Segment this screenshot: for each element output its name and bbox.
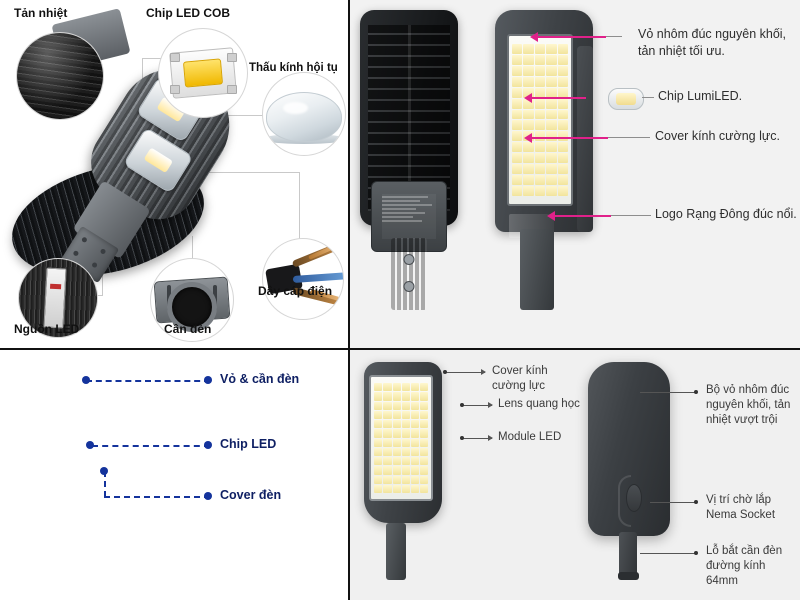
panel-bottom-right: Cover kính cường lực Lens quang học Modu… [350, 350, 800, 600]
panel-divider-vertical [348, 0, 350, 600]
panel-top-right: Vỏ nhôm đúc nguyên khối, tản nhiệt tối ư… [350, 0, 800, 348]
bubble-cob-chip [158, 28, 248, 118]
label-lens: Thấu kính hội tụ [249, 62, 338, 74]
arrow-head-cover [524, 133, 532, 143]
pole-mount [617, 532, 639, 580]
callout-line-cover-kinh [445, 372, 485, 373]
arrow-head-logo [547, 211, 555, 221]
label-housing-br: Bộ vỏ nhôm đúc nguyên khối, tản nhiệt vư… [706, 384, 791, 426]
callout-line-body [86, 380, 210, 382]
leader-line-cable-b [299, 172, 300, 242]
tempered-glass-cover [506, 34, 574, 206]
streetlight-front-view-image [495, 10, 593, 310]
lumiled-chip-icon [608, 88, 644, 110]
callout-dot-body [204, 376, 212, 384]
label-body: Vỏ & cần đèn [220, 372, 300, 386]
callout-line-cover [104, 496, 210, 498]
streetlight-back-view-image [360, 10, 458, 310]
label-module-led: Module LED [498, 431, 562, 443]
label-cable: Dây cáp điện [258, 284, 333, 298]
callout-dot-chip-anchor [86, 441, 94, 449]
leader-line-cable-a [190, 172, 300, 173]
callout-line-nema [650, 502, 696, 503]
label-cover: Cover kính cường lực. [655, 129, 780, 143]
label-cover-den: Cover đèn [220, 488, 282, 502]
label-lens-quang-hoc: Lens quang học [498, 398, 580, 410]
streetlight-back-shell-image [588, 362, 670, 580]
bubble-cable [262, 238, 344, 320]
callout-line-cover-v [104, 471, 106, 497]
callout-dot-body-anchor [82, 376, 90, 384]
bubble-arm [150, 258, 234, 342]
label-arm: Cần đèn [164, 322, 212, 336]
label-heatsink: Tản nhiệt [14, 6, 68, 20]
callout-dot-cover [204, 492, 212, 500]
bubble-lens [262, 72, 346, 156]
label-mount: Lỗ bắt cần đèn đường kính 64mm [706, 545, 783, 587]
callout-line-mount [640, 553, 696, 554]
panel-top-left: Tản nhiệt Chip LED COB Thấu kính hội tụ … [0, 0, 348, 348]
label-chip: Chip LumiLED. [658, 89, 743, 103]
callout-line-chip [92, 445, 210, 447]
panel-divider-horizontal [0, 348, 800, 350]
streetlight-front-view-image-2 [364, 362, 442, 580]
label-driver: Nguồn LED [14, 322, 80, 336]
label-chip-led: Chip LED [220, 437, 277, 451]
arrow-line-cover [530, 137, 608, 139]
callout-line-housing-br [640, 392, 696, 393]
label-nema: Vị trí chờ lắp Nema Socket [706, 494, 776, 521]
callout-line-module [462, 438, 492, 439]
label-cover-kinh: Cover kính cường lực [492, 365, 548, 392]
callout-dot-cover-anchor [100, 467, 108, 475]
arrow-line-logo [553, 215, 611, 217]
arrow-head-chip [524, 93, 532, 103]
bubble-heatsink [16, 32, 104, 120]
arrow-line-housing [536, 36, 606, 38]
nema-socket-position [625, 484, 642, 513]
arrow-line-chip [530, 97, 586, 99]
label-housing: Vỏ nhôm đúc nguyên khối, tản nhiệt tối ư… [638, 27, 787, 58]
callout-dot-chip [204, 441, 212, 449]
bubble-driver [18, 258, 98, 338]
callout-line-lens [462, 405, 492, 406]
panel-bottom-left: Vỏ & cần đèn Chip LED Cover đèn [0, 350, 348, 600]
arrow-head-housing [530, 32, 538, 42]
label-logo: Logo Rạng Đông đúc nổi. [655, 207, 797, 221]
label-cob: Chip LED COB [146, 6, 230, 20]
